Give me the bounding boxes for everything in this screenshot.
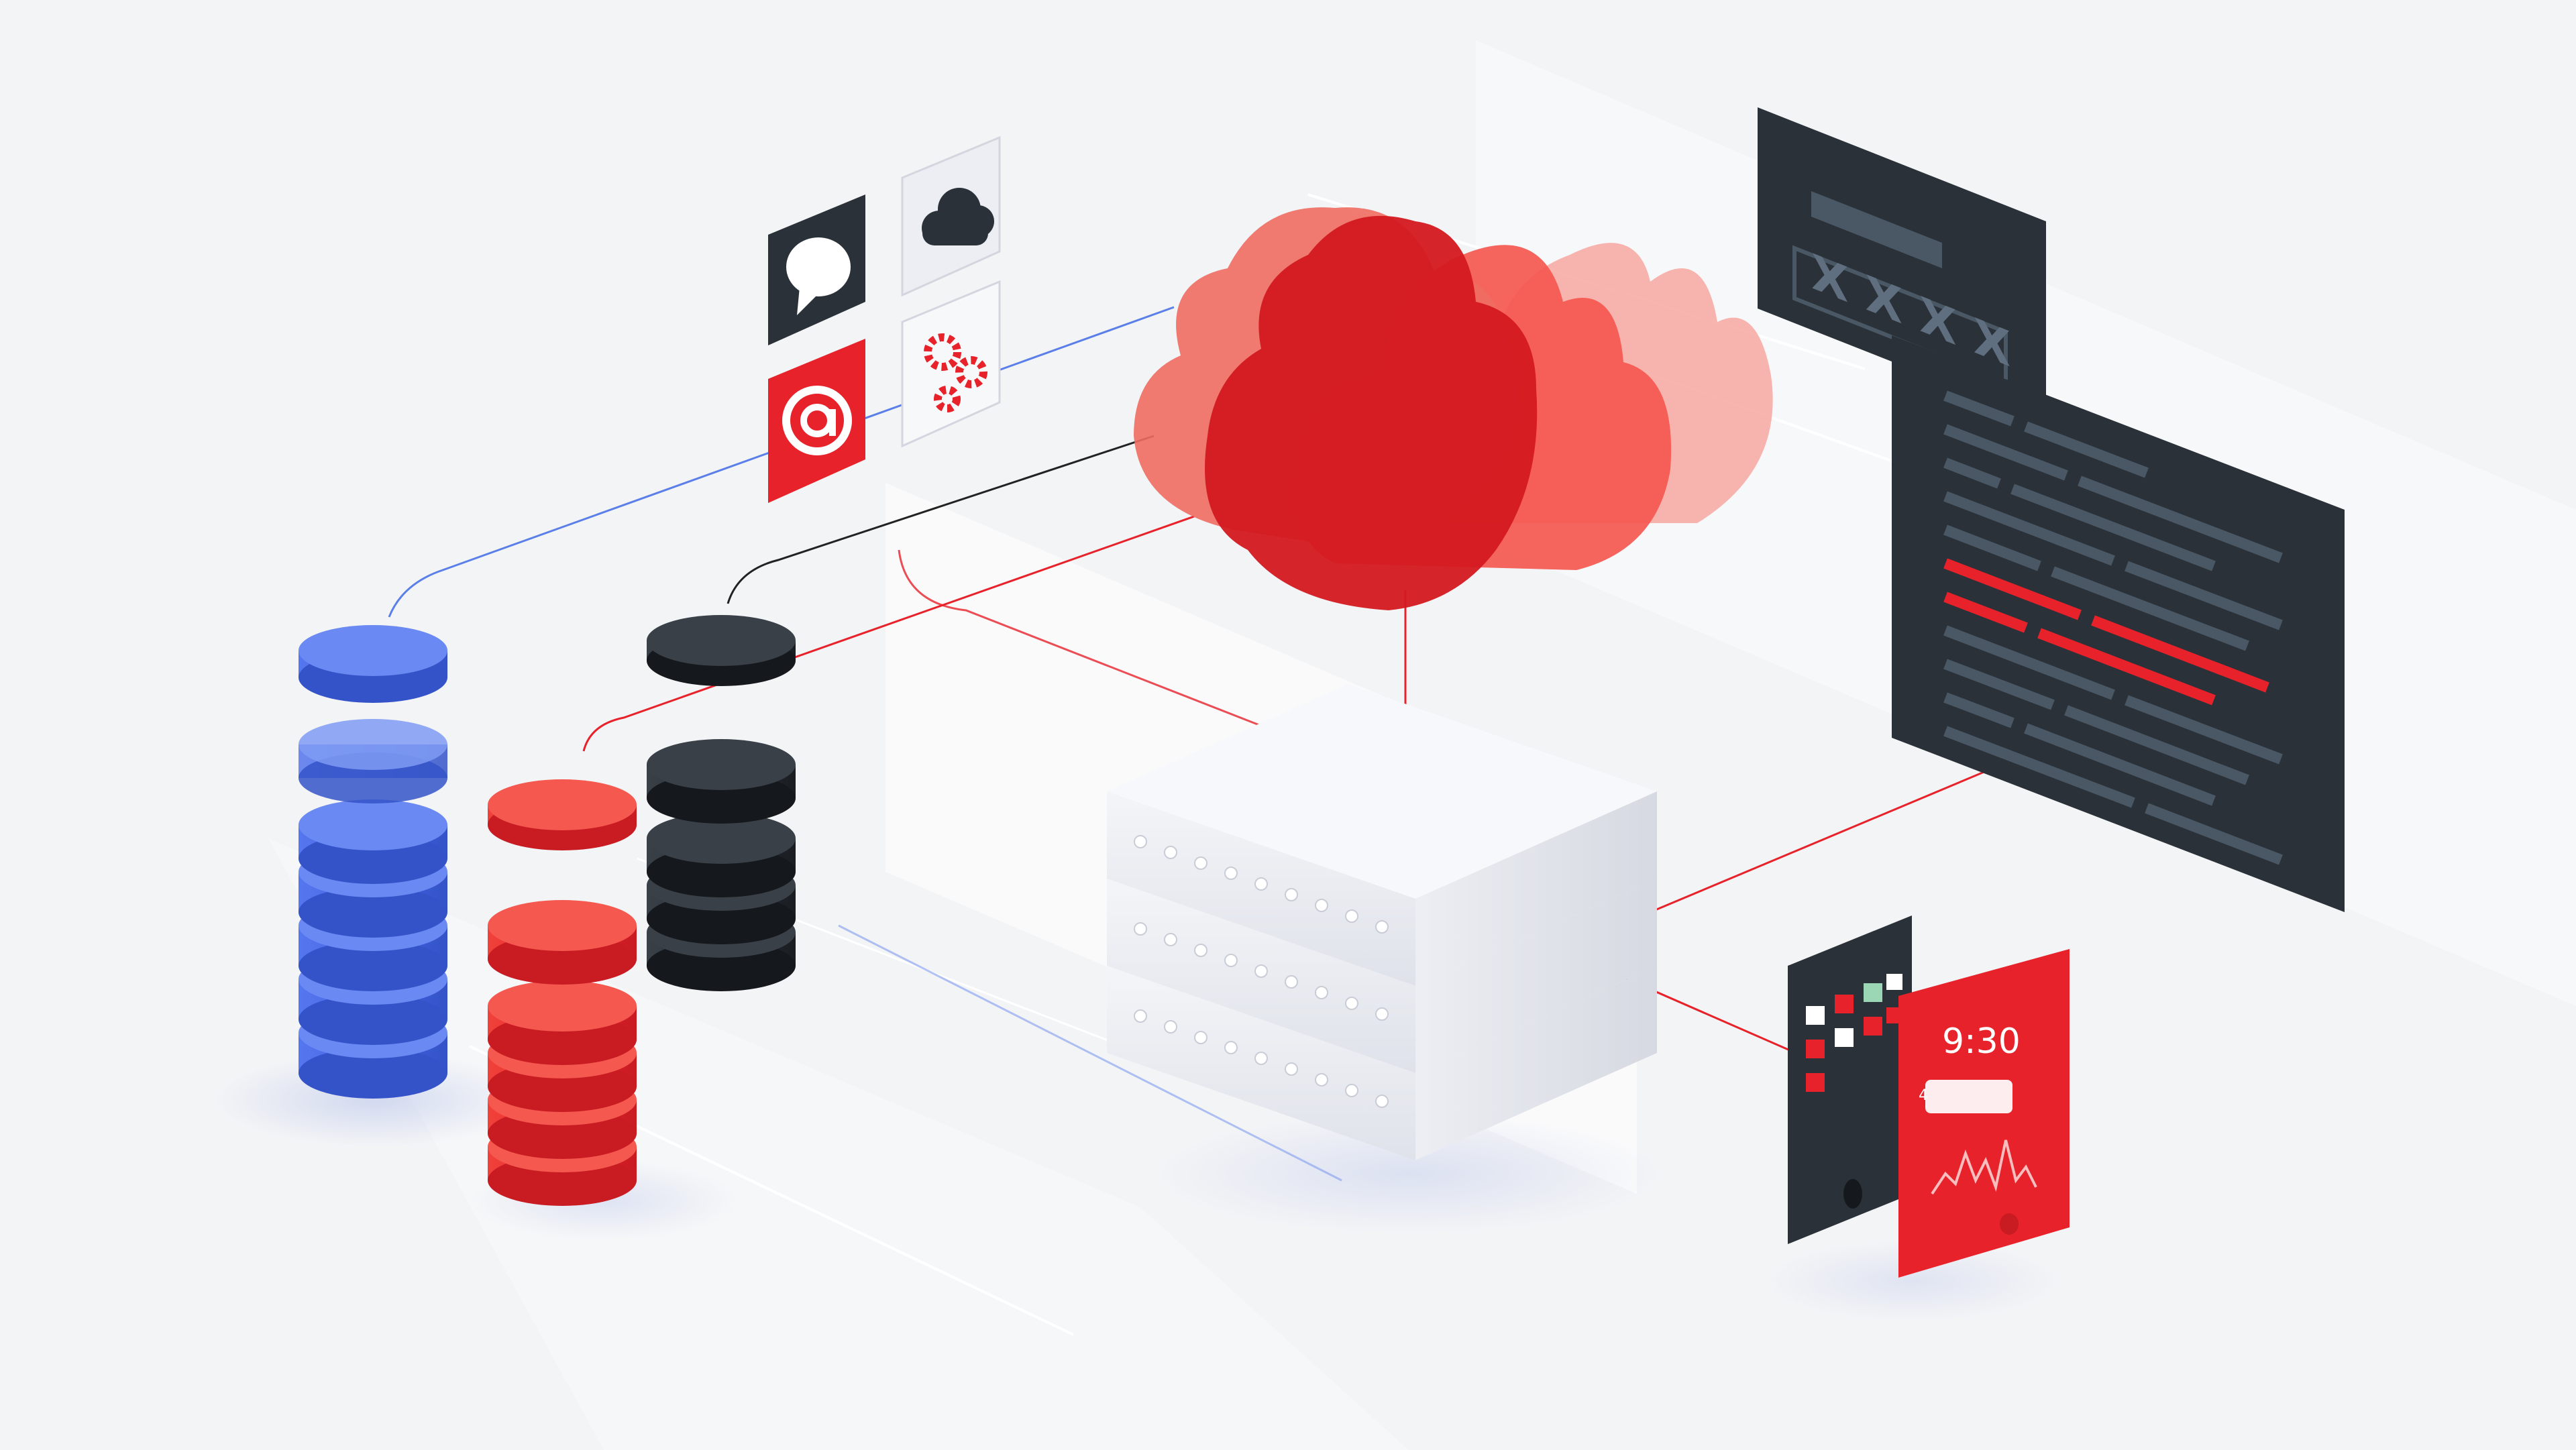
db-disk (299, 799, 447, 884)
home-button-icon (2000, 1213, 2019, 1235)
cloud-icon (922, 188, 994, 245)
db-disk (647, 813, 796, 897)
connection-blue (388, 306, 1175, 618)
server-indicator-lights (1134, 835, 1389, 1108)
database-stack-blue (299, 625, 447, 1099)
connection-red-2 (898, 549, 1275, 732)
activity-graph (1931, 1139, 2037, 1195)
gears-icon (924, 333, 987, 412)
connection-red-4 (1650, 770, 1986, 913)
db-disk (299, 625, 447, 703)
app-icon-tiles (768, 135, 1001, 503)
database-stack-black (647, 615, 796, 991)
smartphone-dark (1788, 915, 1912, 1244)
db-disk (299, 719, 447, 803)
password-panel: X X X X (1758, 107, 2046, 423)
notification-card (1925, 1080, 2012, 1113)
settings-tile (901, 280, 1001, 448)
db-disk (488, 900, 637, 985)
chat-tile (768, 194, 865, 345)
chat-bubble-icon (786, 237, 851, 315)
at-sign-icon (782, 386, 852, 455)
db-disk (647, 739, 796, 824)
database-stack-red (488, 779, 637, 1206)
db-disk (647, 615, 796, 686)
phone-clock: 9:30 (1942, 1021, 2021, 1062)
code-lines (1943, 390, 2283, 865)
connection-blue-2 (838, 924, 1342, 1182)
email-tile (768, 339, 865, 503)
code-panel (1892, 335, 2345, 912)
red-cloud (1134, 207, 1773, 610)
cloud-tile (901, 135, 1001, 297)
username-field (1811, 191, 1942, 268)
smartphone-red: 9:30 4 (1898, 949, 2070, 1278)
db-disk (488, 981, 637, 1065)
notification-count: 4 (1919, 1087, 1928, 1104)
connection-black (727, 435, 1155, 604)
server-stack (1107, 684, 1657, 1160)
connection-red-1 (582, 515, 1195, 752)
home-button-icon (1843, 1179, 1862, 1209)
db-disk (488, 779, 637, 850)
